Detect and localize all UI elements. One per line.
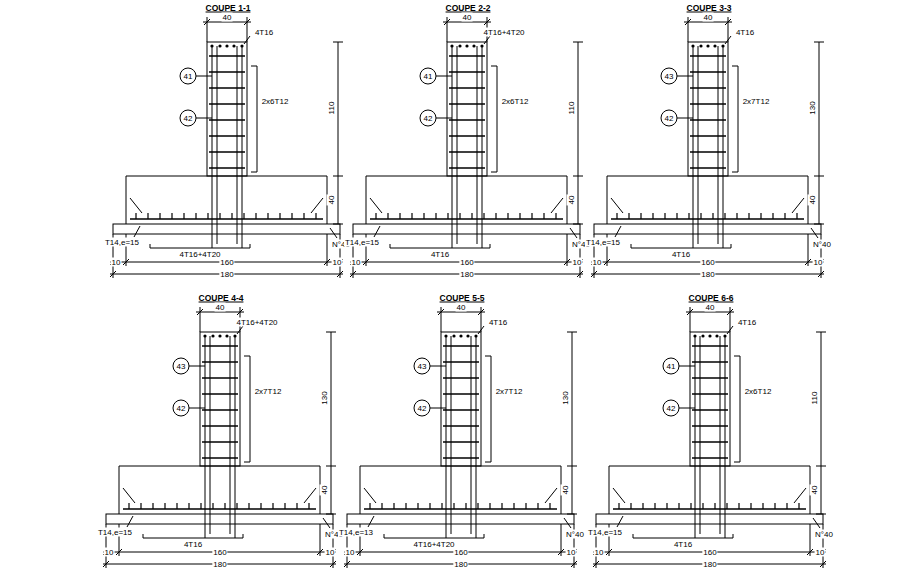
rebar-label: 2x7T12: [495, 387, 524, 396]
rebar-label: 2x6T12: [501, 97, 530, 106]
dimension: 180: [212, 559, 227, 568]
dimension: 160: [700, 258, 715, 267]
callout-number: 42: [424, 114, 433, 123]
rebar-label: N°40: [814, 530, 834, 539]
rebar-label: 4T16: [488, 318, 508, 327]
dimension: 10: [345, 548, 356, 557]
dimension: 180: [219, 270, 234, 279]
section-title: COUPE 2-2: [445, 4, 492, 13]
dimension: 130: [561, 390, 570, 405]
dimension: 40: [222, 13, 233, 22]
dimension: 40: [320, 485, 329, 496]
dimension: 130: [320, 390, 329, 405]
dimension: 10: [332, 258, 343, 267]
callout-number: 42: [667, 404, 676, 413]
callout-number: 41: [184, 72, 193, 81]
rebar-label: 2x7T12: [254, 387, 283, 396]
rebar-label: 4T16+4T20: [235, 318, 278, 327]
dimension: 40: [327, 195, 336, 206]
dimension: 110: [327, 101, 336, 116]
dimension: 10: [566, 548, 577, 557]
dimension: 160: [212, 548, 227, 557]
dimension: 10: [104, 548, 115, 557]
rebar-label: 4T16+4T20: [482, 28, 525, 37]
dimension: 180: [453, 559, 468, 568]
dimension: 10: [815, 548, 826, 557]
rebar-label: 2x7T12: [742, 97, 771, 106]
callout-number: 42: [184, 114, 193, 123]
dimension: 10: [111, 258, 122, 267]
callout-number: 42: [418, 404, 427, 413]
callout-number: 43: [177, 362, 186, 371]
dimension: 160: [459, 258, 474, 267]
dimension: 160: [219, 258, 234, 267]
dimension: 180: [459, 270, 474, 279]
callout-number: 43: [665, 72, 674, 81]
rebar-label: T14,e=15: [585, 238, 621, 247]
rebar-label: 4T16: [183, 540, 203, 549]
rebar-label: T14,e=15: [587, 528, 623, 537]
dimension: 10: [351, 258, 362, 267]
dimension: 10: [325, 548, 336, 557]
rebar-label: 2x6T12: [744, 387, 773, 396]
dimension: 40: [215, 303, 226, 312]
rebar-label: 4T16: [737, 318, 757, 327]
section-title: COUPE 5-5: [439, 294, 486, 303]
dimension: 180: [702, 559, 717, 568]
dimension: 40: [561, 485, 570, 496]
callout-number: 41: [667, 362, 676, 371]
callout-number: 43: [418, 362, 427, 371]
rebar-label: 2x6T12: [261, 97, 290, 106]
dimension: 40: [462, 13, 473, 22]
rebar-label: T14,e=15: [104, 238, 140, 247]
section-title: COUPE 6-6: [688, 294, 735, 303]
section-title: COUPE 1-1: [205, 4, 252, 13]
dimension: 40: [456, 303, 467, 312]
callout-number: 42: [177, 404, 186, 413]
dimension: 110: [810, 391, 819, 406]
dimension: 40: [703, 13, 714, 22]
dimension: 10: [572, 258, 583, 267]
rebar-label: N°40: [812, 240, 832, 249]
rebar-label: N°40: [565, 530, 585, 539]
section-title: COUPE 3-3: [686, 4, 733, 13]
rebar-label: T14,e=15: [97, 528, 133, 537]
dimension: 40: [808, 195, 817, 206]
callout-number: 42: [665, 114, 674, 123]
rebar-label: 4T16: [673, 540, 693, 549]
dimension: 110: [567, 101, 576, 116]
rebar-label: 4T16+4T20: [412, 540, 455, 549]
rebar-label: T14,e=15: [344, 238, 380, 247]
section-title: COUPE 4-4: [198, 294, 245, 303]
dimension: 40: [810, 485, 819, 496]
rebar-label: 4T16: [254, 28, 274, 37]
callout-number: 41: [424, 72, 433, 81]
dimension: 180: [700, 270, 715, 279]
rebar-label: 4T16+4T20: [178, 250, 221, 259]
rebar-label: T14,e=13: [338, 528, 374, 537]
dimension: 10: [592, 258, 603, 267]
dimension: 10: [813, 258, 824, 267]
rebar-label: 4T16: [735, 28, 755, 37]
dimension: 130: [808, 100, 817, 115]
dimension: 40: [705, 303, 716, 312]
dimension: 160: [702, 548, 717, 557]
rebar-label: 4T16: [671, 250, 691, 259]
dimension: 10: [594, 548, 605, 557]
rebar-label: 4T16: [430, 250, 450, 259]
dimension: 40: [567, 195, 576, 206]
dimension: 160: [453, 548, 468, 557]
